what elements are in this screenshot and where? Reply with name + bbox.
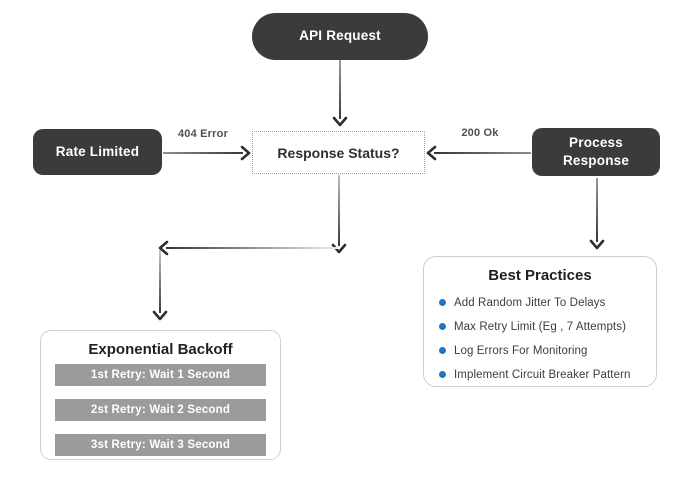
- retry-step-2: 2st Retry: Wait 2 Second: [55, 399, 266, 421]
- best-practice-label: Log Errors For Monitoring: [454, 344, 588, 357]
- node-api-request: API Request: [252, 13, 428, 60]
- node-rate-limited: Rate Limited: [33, 129, 162, 175]
- best-practice-item: Implement Circuit Breaker Pattern: [439, 368, 656, 381]
- best-practice-item: Add Random Jitter To Delays: [439, 296, 656, 309]
- arrowhead-down-status: [332, 116, 348, 127]
- edge-label-200-ok: 200 Ok: [461, 127, 499, 139]
- best-practice-label: Add Random Jitter To Delays: [454, 296, 606, 309]
- panel-exponential-backoff: Exponential Backoff 1st Retry: Wait 1 Se…: [40, 330, 281, 460]
- bullet-dot-icon: [439, 323, 446, 330]
- arrowhead-right-status: [240, 145, 251, 161]
- exponential-backoff-title: Exponential Backoff: [88, 341, 233, 358]
- best-practices-title: Best Practices: [488, 267, 592, 284]
- arrowhead-branch-left: [158, 240, 169, 256]
- node-process-response: Process Response: [532, 128, 660, 176]
- bullet-dot-icon: [439, 371, 446, 378]
- retry-step-1: 1st Retry: Wait 1 Second: [55, 364, 266, 386]
- arrowhead-left-status: [426, 145, 437, 161]
- edge-label-404-error: 404 Error: [177, 128, 229, 140]
- best-practice-label: Max Retry Limit (Eg , 7 Attempts): [454, 320, 627, 333]
- panel-best-practices: Best Practices Add Random Jitter To Dela…: [423, 256, 657, 387]
- retry-step-3: 3st Retry: Wait 3 Second: [55, 434, 266, 456]
- best-practice-label: Implement Circuit Breaker Pattern: [454, 368, 631, 381]
- node-response-status: Response Status?: [252, 131, 425, 174]
- best-practice-item: Log Errors For Monitoring: [439, 344, 656, 357]
- bullet-dot-icon: [439, 299, 446, 306]
- arrowhead-status-down: [331, 243, 347, 254]
- bullet-dot-icon: [439, 347, 446, 354]
- best-practice-item: Max Retry Limit (Eg , 7 Attempts): [439, 320, 656, 333]
- arrowhead-bestpractices: [589, 239, 605, 250]
- arrowhead-backoff: [152, 310, 168, 321]
